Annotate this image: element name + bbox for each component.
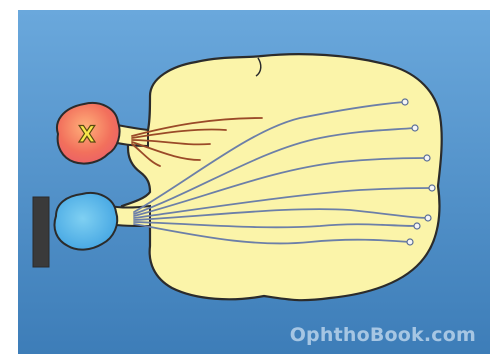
- fiber-terminal-circle: [424, 155, 430, 161]
- fiber-terminal-circle: [425, 215, 431, 221]
- fiber-terminal-circle: [414, 223, 420, 229]
- fiber-terminal-circle: [429, 185, 435, 191]
- lesion-x-mark: X: [79, 123, 96, 148]
- occluder-bar: [33, 197, 49, 267]
- watermark: OphthoBook.com: [290, 324, 476, 346]
- brain-region: [122, 54, 442, 300]
- fiber-terminal-circle: [412, 125, 418, 131]
- fiber-terminal-circle: [402, 99, 408, 105]
- fiber-terminal-circle: [407, 239, 413, 245]
- healthy-eye: [55, 193, 118, 250]
